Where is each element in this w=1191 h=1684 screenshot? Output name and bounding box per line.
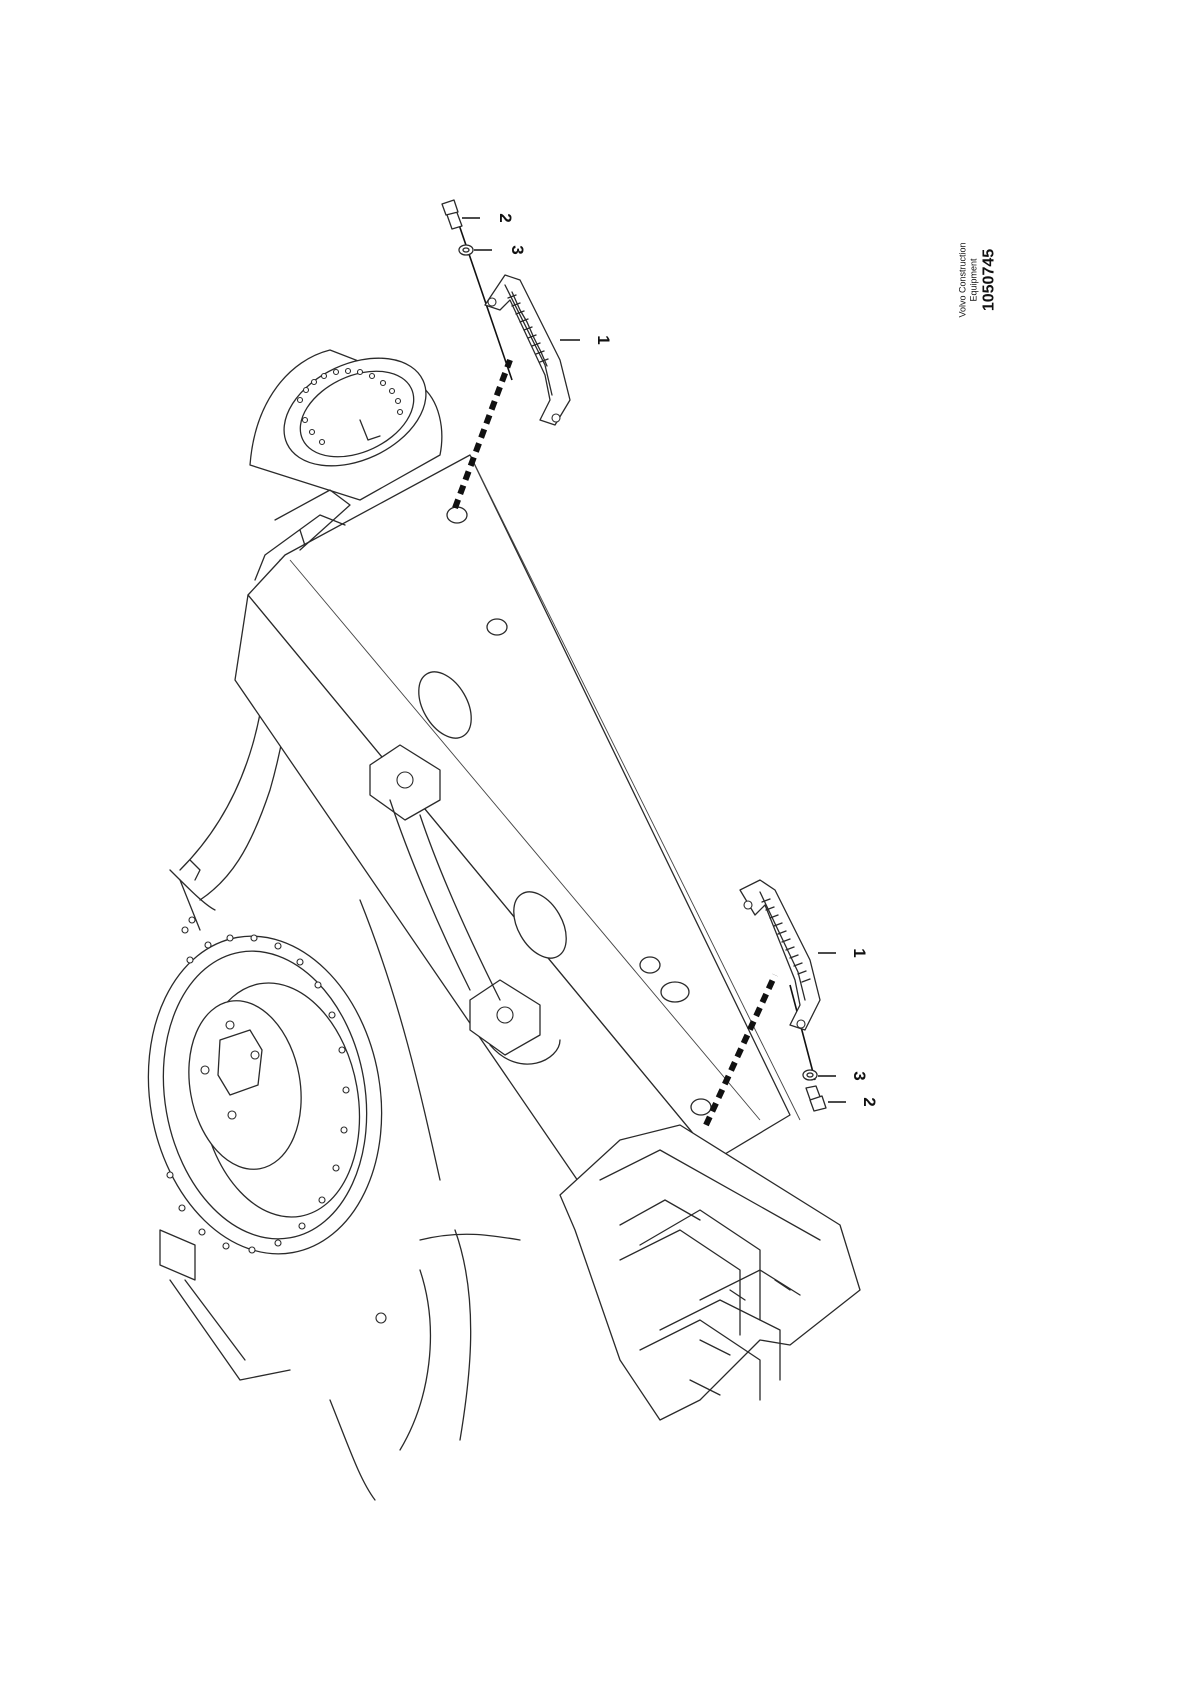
ring-bolt-holes	[296, 367, 404, 446]
title-block: Volvo Construction Equipment 1050745	[928, 230, 1028, 330]
sprocket-bolt-holes	[166, 934, 350, 1254]
callout-leaders	[462, 217, 846, 1103]
upper-screw	[441, 199, 463, 230]
upper-step-bracket	[484, 274, 571, 426]
callout-lower-screw: 2	[860, 1097, 879, 1106]
callout-lower-washer: 3	[850, 1071, 869, 1080]
callout-lower-step: 1	[850, 948, 869, 957]
company-name-line2: Equipment	[968, 258, 979, 302]
lower-mounting-line	[703, 973, 778, 1127]
upper-step-assembly	[441, 199, 571, 510]
company-name-line1: Volvo Construction	[957, 242, 968, 318]
lower-step-assembly	[703, 879, 827, 1127]
undercarriage-frame	[147, 349, 861, 1501]
callout-upper-washer: 3	[508, 245, 527, 254]
callout-upper-step: 1	[594, 335, 613, 344]
lower-step-bracket	[739, 879, 821, 1031]
upper-mounting-line	[452, 358, 513, 510]
drawing-number: 1050745	[980, 248, 998, 312]
callout-upper-screw: 2	[496, 213, 515, 222]
lower-screw	[805, 1085, 827, 1112]
